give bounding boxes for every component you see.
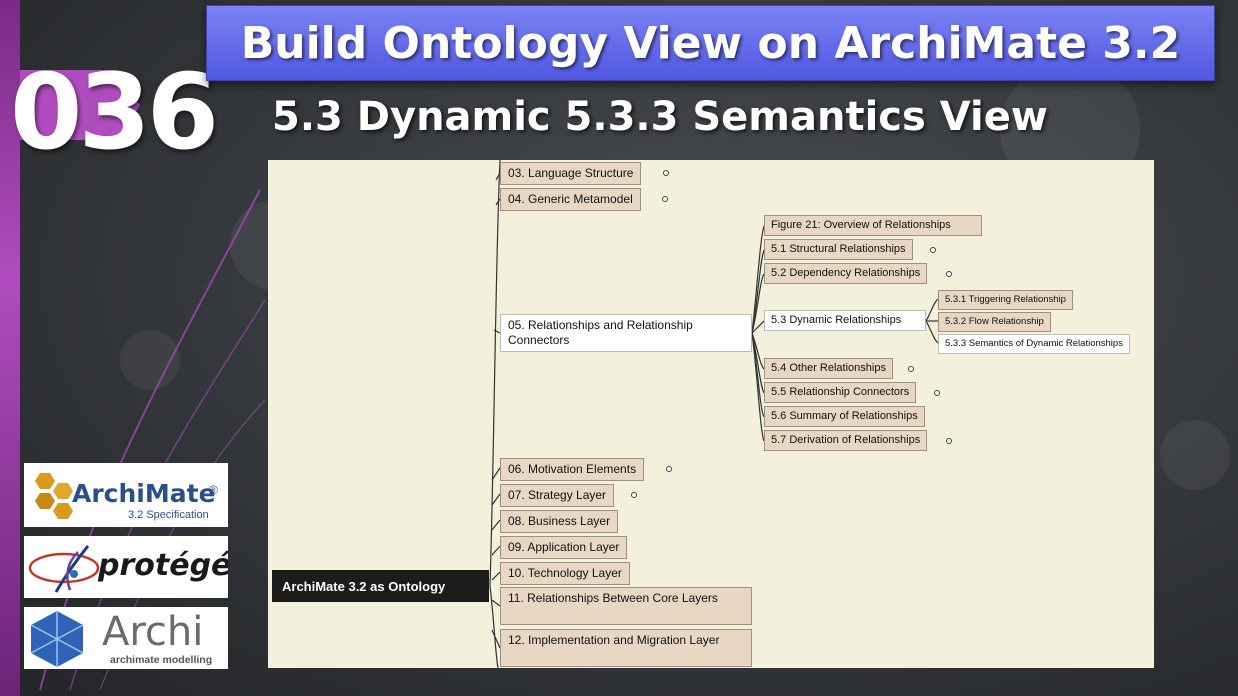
protege-logo: protégé <box>24 536 228 598</box>
expand-collapse-dot[interactable] <box>631 492 637 498</box>
archi-logo: Archi archimate modelling <box>24 607 228 669</box>
episode-number: 036 <box>10 51 219 173</box>
expand-collapse-dot[interactable] <box>662 196 668 202</box>
honeycomb-icon <box>35 473 73 519</box>
expand-collapse-dot[interactable] <box>663 170 669 176</box>
section-node[interactable]: 5.5 Relationship Connectors <box>764 382 917 403</box>
expand-collapse-dot[interactable] <box>946 271 952 277</box>
chapter-node[interactable]: 07. Strategy Layer <box>500 484 615 507</box>
subsection-node[interactable]: 5.3.2 Flow Relationship <box>938 312 1051 332</box>
archimate-logo-spec: 3.2 Specification <box>128 509 209 521</box>
section-node[interactable]: 5.1 Structural Relationships <box>764 239 913 260</box>
registered-mark: ® <box>209 483 218 497</box>
subsection-node[interactable]: 5.3.1 Triggering Relationship <box>938 290 1073 310</box>
episode-arrow-shape <box>20 70 140 140</box>
archi-logo-text: Archi <box>102 609 204 655</box>
chapter-node[interactable]: 04. Generic Metamodel <box>500 188 641 211</box>
mindmap-canvas: ArchiMate 3.2 as Ontology 03. Language S… <box>268 160 1154 668</box>
section-node[interactable]: 5.6 Summary of Relationships <box>764 406 925 427</box>
subsection-node-selected[interactable]: 5.3.3 Semantics of Dynamic Relationships <box>938 334 1130 354</box>
chapter-node[interactable]: 08. Business Layer <box>500 510 619 533</box>
bokeh-circle <box>1160 420 1230 490</box>
section-node[interactable]: 5.4 Other Relationships <box>764 358 893 379</box>
section-node[interactable]: 5.7 Derivation of Relationships <box>764 430 928 451</box>
expand-collapse-dot[interactable] <box>666 466 672 472</box>
title-banner: Build Ontology View on ArchiMate 3.2 <box>206 5 1215 81</box>
archimate-logo: ArchiMate ® 3.2 Specification <box>24 463 228 527</box>
archi-logo-tagline: archimate modelling <box>110 654 213 666</box>
section-node[interactable]: Figure 21: Overview of Relationships <box>764 215 982 236</box>
purple-accent-strip <box>0 0 20 696</box>
archi-hexagon-icon <box>30 611 84 667</box>
expand-collapse-dot[interactable] <box>946 438 952 444</box>
chapter-node[interactable]: 10. Technology Layer <box>500 562 630 585</box>
chapter-node[interactable]: 09. Application Layer <box>500 536 628 559</box>
mindmap-connectors <box>489 160 939 668</box>
expand-collapse-dot[interactable] <box>908 366 914 372</box>
chapter-node[interactable]: 06. Motivation Elements <box>500 458 645 481</box>
page-title: Build Ontology View on ArchiMate 3.2 <box>240 17 1181 69</box>
expand-collapse-dot[interactable] <box>930 247 936 253</box>
protege-logo-text: protégé <box>98 548 228 583</box>
section-node-expanded[interactable]: 5.3 Dynamic Relationships <box>764 310 926 331</box>
page-subtitle: 5.3 Dynamic 5.3.3 Semantics View <box>272 94 1048 140</box>
protege-swirl-icon <box>28 545 100 593</box>
chapter-node[interactable]: 03. Language Structure <box>500 162 642 185</box>
chapter-node[interactable]: 12. Implementation and Migration Layer <box>500 629 752 667</box>
chapter-node-expanded[interactable]: 05. Relationships and Relationship Conne… <box>500 314 752 352</box>
mindmap-root-node[interactable]: ArchiMate 3.2 as Ontology <box>272 570 489 602</box>
chapter-node[interactable]: 11. Relationships Between Core Layers <box>500 587 752 625</box>
section-node[interactable]: 5.2 Dependency Relationships <box>764 263 928 284</box>
expand-collapse-dot[interactable] <box>934 390 940 396</box>
archimate-logo-text: ArchiMate <box>72 479 216 508</box>
